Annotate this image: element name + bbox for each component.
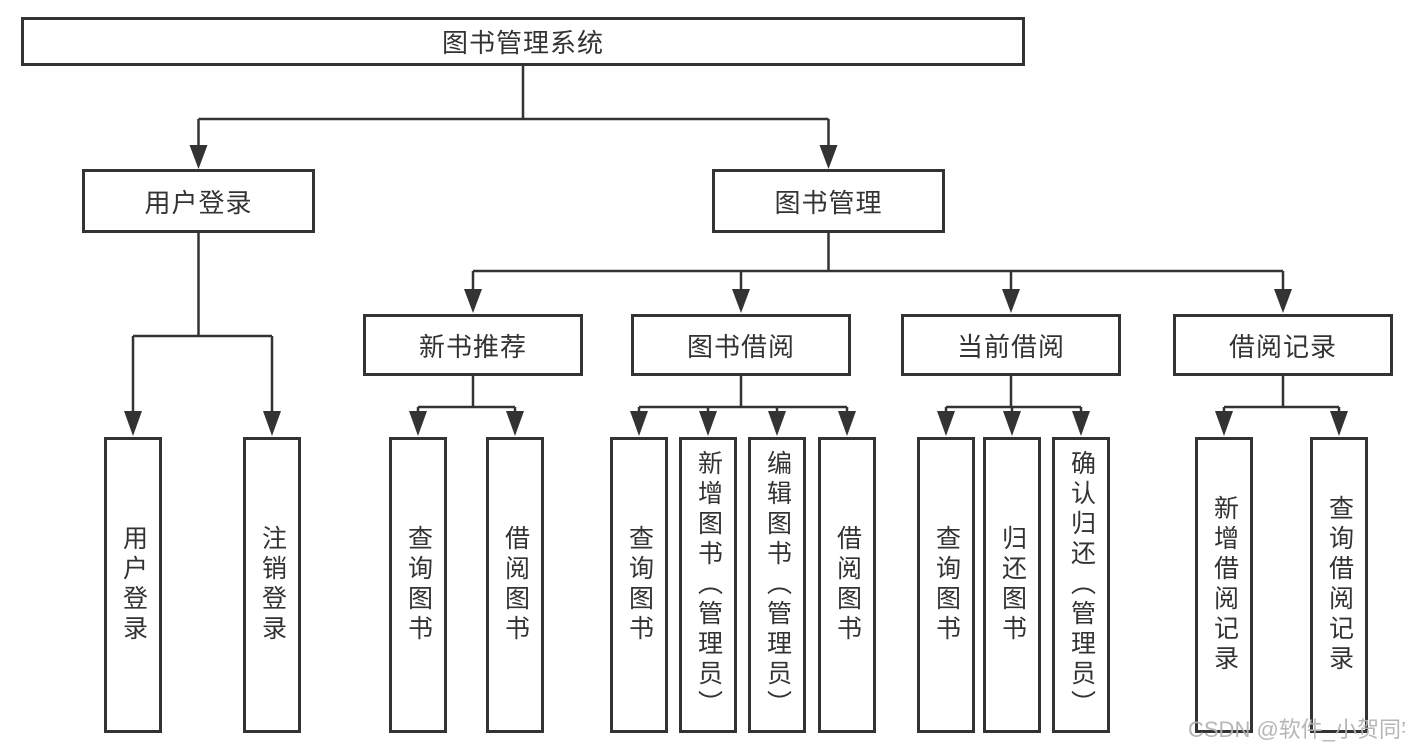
connector-book-borrow-to-leaves xyxy=(630,376,856,436)
node-book-borrow: 图书借阅 xyxy=(631,314,851,376)
leaf-query-book-current-label: 查询图书 xyxy=(932,525,961,645)
leaf-return-book: 归还图书 xyxy=(983,437,1041,733)
connector-root-to-level2 xyxy=(189,66,838,169)
leaf-borrow-book-label: 借阅图书 xyxy=(833,525,862,645)
leaf-edit-book-admin: 编辑图书（管理员） xyxy=(748,437,806,733)
node-new-book-recommend: 新书推荐 xyxy=(363,314,583,376)
leaf-confirm-return-admin: 确认归还（管理员） xyxy=(1052,437,1110,733)
node-current-borrow-label: 当前借阅 xyxy=(956,331,1065,362)
node-user-login: 用户登录 xyxy=(82,169,315,233)
leaf-query-borrow-record-label: 查询借阅记录 xyxy=(1325,495,1354,675)
leaf-query-book-borrow: 查询图书 xyxy=(610,437,668,733)
node-current-borrow: 当前借阅 xyxy=(901,314,1121,376)
connector-borrow-record-to-leaves xyxy=(1215,376,1348,436)
leaf-query-book-recommend: 查询图书 xyxy=(389,437,447,733)
leaf-borrow-book: 借阅图书 xyxy=(818,437,876,733)
connector-user-login-to-leaves xyxy=(124,233,281,436)
node-library-management-system-label: 图书管理系统 xyxy=(441,28,604,58)
leaf-borrow-book-recommend-label: 借阅图书 xyxy=(501,525,530,645)
leaf-user-login-label: 用户登录 xyxy=(119,525,148,645)
node-book-borrow-label: 图书借阅 xyxy=(686,331,795,362)
leaf-add-book-admin-label: 新增图书（管理员） xyxy=(694,450,723,720)
leaf-add-book-admin: 新增图书（管理员） xyxy=(679,437,737,733)
leaf-confirm-return-admin-label: 确认归还（管理员） xyxy=(1067,450,1096,720)
leaf-query-book-borrow-label: 查询图书 xyxy=(625,525,654,645)
node-borrow-record: 借阅记录 xyxy=(1173,314,1393,376)
leaf-logout-login: 注销登录 xyxy=(243,437,301,733)
leaf-logout-login-label: 注销登录 xyxy=(258,525,287,645)
leaf-borrow-book-recommend: 借阅图书 xyxy=(486,437,544,733)
node-book-management-label: 图书管理 xyxy=(774,187,883,218)
leaf-return-book-label: 归还图书 xyxy=(998,525,1027,645)
node-borrow-record-label: 借阅记录 xyxy=(1228,331,1337,362)
leaf-add-borrow-record-label: 新增借阅记录 xyxy=(1210,495,1239,675)
leaf-add-borrow-record: 新增借阅记录 xyxy=(1195,437,1253,733)
connector-current-borrow-to-leaves xyxy=(937,376,1090,436)
node-book-management: 图书管理 xyxy=(712,169,945,233)
leaf-edit-book-admin-label: 编辑图书（管理员） xyxy=(763,450,792,720)
node-user-login-label: 用户登录 xyxy=(144,187,253,218)
node-library-management-system: 图书管理系统 xyxy=(21,17,1025,66)
leaf-query-book-recommend-label: 查询图书 xyxy=(404,525,433,645)
node-new-book-recommend-label: 新书推荐 xyxy=(418,331,527,362)
connector-new-book-recommend-to-leaves xyxy=(409,376,524,436)
csdn-watermark: CSDN @软件_小贺同学 xyxy=(1188,717,1405,742)
leaf-user-login: 用户登录 xyxy=(104,437,162,733)
leaf-query-book-current: 查询图书 xyxy=(917,437,975,733)
connector-book-management-to-level3 xyxy=(464,233,1292,313)
leaf-query-borrow-record: 查询借阅记录 xyxy=(1310,437,1368,733)
